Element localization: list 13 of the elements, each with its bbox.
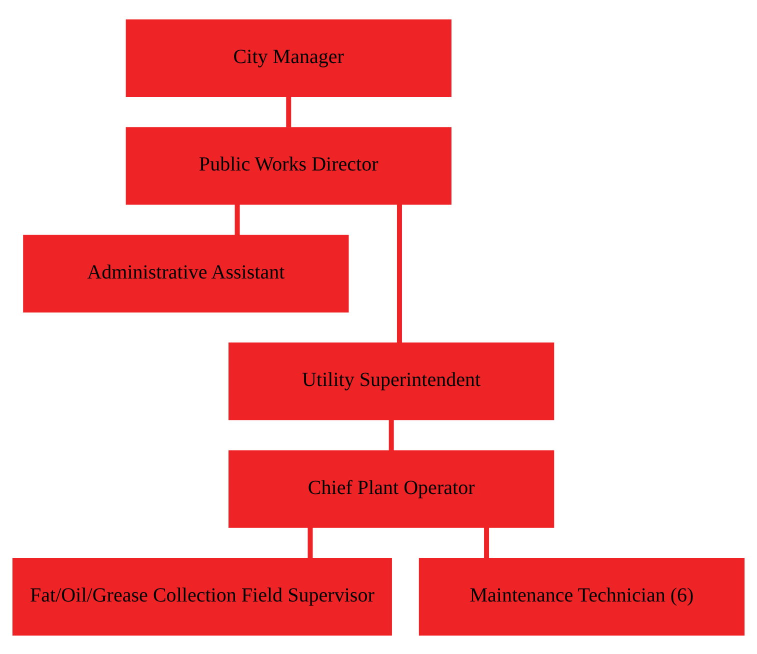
node-box: Administrative Assistant bbox=[23, 234, 349, 312]
connector bbox=[484, 526, 490, 558]
connector bbox=[396, 204, 402, 342]
connector bbox=[388, 419, 394, 450]
node-box: Utility Superintendent bbox=[228, 342, 554, 420]
node-box: Chief Plant Operator bbox=[228, 450, 554, 528]
node-box: Fat/Oil/Grease Collection Field Supervisor bbox=[12, 557, 392, 636]
connector bbox=[308, 526, 313, 558]
node-box: Maintenance Technician (6) bbox=[418, 557, 745, 636]
connector bbox=[234, 204, 240, 235]
connector bbox=[286, 96, 292, 127]
node-box: City Manager bbox=[126, 18, 452, 97]
node-box: Public Works Director bbox=[126, 126, 452, 204]
